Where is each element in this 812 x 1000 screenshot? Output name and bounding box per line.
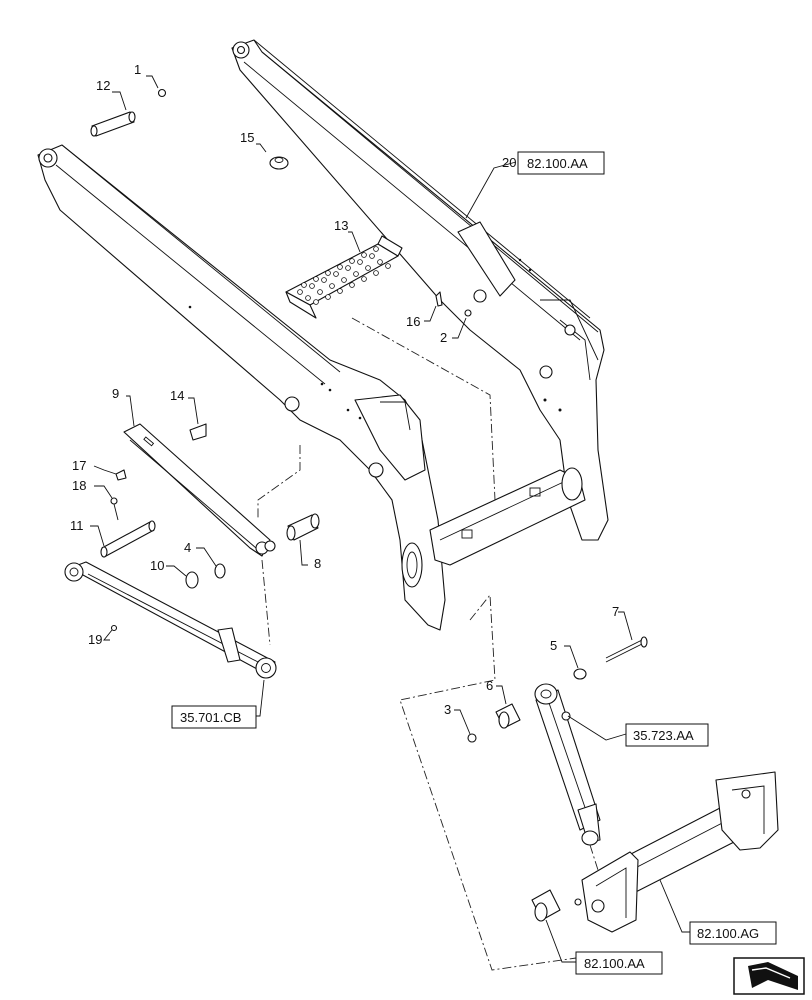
callout-12: 12 xyxy=(96,78,110,93)
step-plate-13 xyxy=(285,235,403,319)
ref-box-lift-cylinder[interactable]: 35.701.CB xyxy=(171,705,257,729)
tilt-cylinder xyxy=(534,683,601,846)
ref-box-tilt-cylinder[interactable]: 35.723.AA xyxy=(625,723,709,747)
nut-1 xyxy=(157,88,167,98)
callout-10: 10 xyxy=(150,558,164,573)
cross-tube xyxy=(429,467,586,566)
callout-20: 20 xyxy=(502,155,516,170)
pin-12 xyxy=(90,111,136,137)
bushing-bottom xyxy=(531,889,582,922)
ref-label-lift-cylinder: 35.701.CB xyxy=(180,710,241,725)
callout-1: 1 xyxy=(134,62,141,77)
ring-10 xyxy=(185,571,199,589)
callout-17: 17 xyxy=(72,458,86,473)
leader-lines xyxy=(90,75,690,963)
callout-15: 15 xyxy=(240,130,254,145)
arrow-back-icon[interactable] xyxy=(733,957,805,995)
callout-5: 5 xyxy=(550,638,557,653)
link-bar-9 xyxy=(123,423,276,557)
washer-4 xyxy=(214,563,226,579)
ref-box-attachment-frame[interactable]: 82.100.AG xyxy=(689,921,777,945)
assembly-line-lower xyxy=(399,593,577,971)
loader-arm-right xyxy=(231,39,609,541)
callout-6: 6 xyxy=(486,678,493,693)
bolt-7 xyxy=(605,636,648,663)
callout-9: 9 xyxy=(112,386,119,401)
callout-labels: 1 12 15 20 13 16 2 9 14 17 18 11 8 4 10 … xyxy=(70,62,619,717)
reference-boxes: 82.100.AA 35.701.CB 35.723.AA 82.100.AG … xyxy=(171,151,777,975)
assembly-line-tilt xyxy=(589,844,599,871)
callout-18: 18 xyxy=(72,478,86,493)
ref-box-loader-arm[interactable]: 82.100.AA xyxy=(517,151,605,175)
bolt-17 xyxy=(115,469,127,481)
clip-14 xyxy=(189,423,207,441)
lift-cylinder xyxy=(64,561,277,679)
ref-label-bottom: 82.100.AA xyxy=(584,956,645,971)
callout-14: 14 xyxy=(170,388,184,403)
callout-13: 13 xyxy=(334,218,348,233)
washer-15 xyxy=(269,156,289,170)
assembly-line-cyl xyxy=(261,559,271,646)
ref-box-bottom[interactable]: 82.100.AA xyxy=(575,951,663,975)
callout-19: 19 xyxy=(88,632,102,647)
callout-3: 3 xyxy=(444,702,451,717)
callout-16: 16 xyxy=(406,314,420,329)
washer-5 xyxy=(573,668,587,680)
bushing-8 xyxy=(286,513,320,541)
ref-label-loader-arm: 82.100.AA xyxy=(527,156,588,171)
callout-7: 7 xyxy=(612,604,619,619)
callout-2: 2 xyxy=(440,330,447,345)
ref-label-attachment-frame: 82.100.AG xyxy=(697,926,759,941)
callout-11: 11 xyxy=(70,518,84,533)
ref-label-tilt-cylinder: 35.723.AA xyxy=(633,728,694,743)
callout-4: 4 xyxy=(184,540,191,555)
loader-arm-left xyxy=(37,144,446,631)
pin-11 xyxy=(100,520,156,558)
attachment-frame xyxy=(581,771,779,933)
nut-2 xyxy=(464,309,472,317)
assembly-line-13 xyxy=(351,317,496,501)
screw-18 xyxy=(110,497,119,521)
callout-8: 8 xyxy=(314,556,321,571)
nut-3 xyxy=(467,733,477,743)
nut-19 xyxy=(110,624,118,632)
bolt-16 xyxy=(435,291,443,307)
bushing-6 xyxy=(495,703,521,729)
assembly-line-9 xyxy=(257,445,301,520)
